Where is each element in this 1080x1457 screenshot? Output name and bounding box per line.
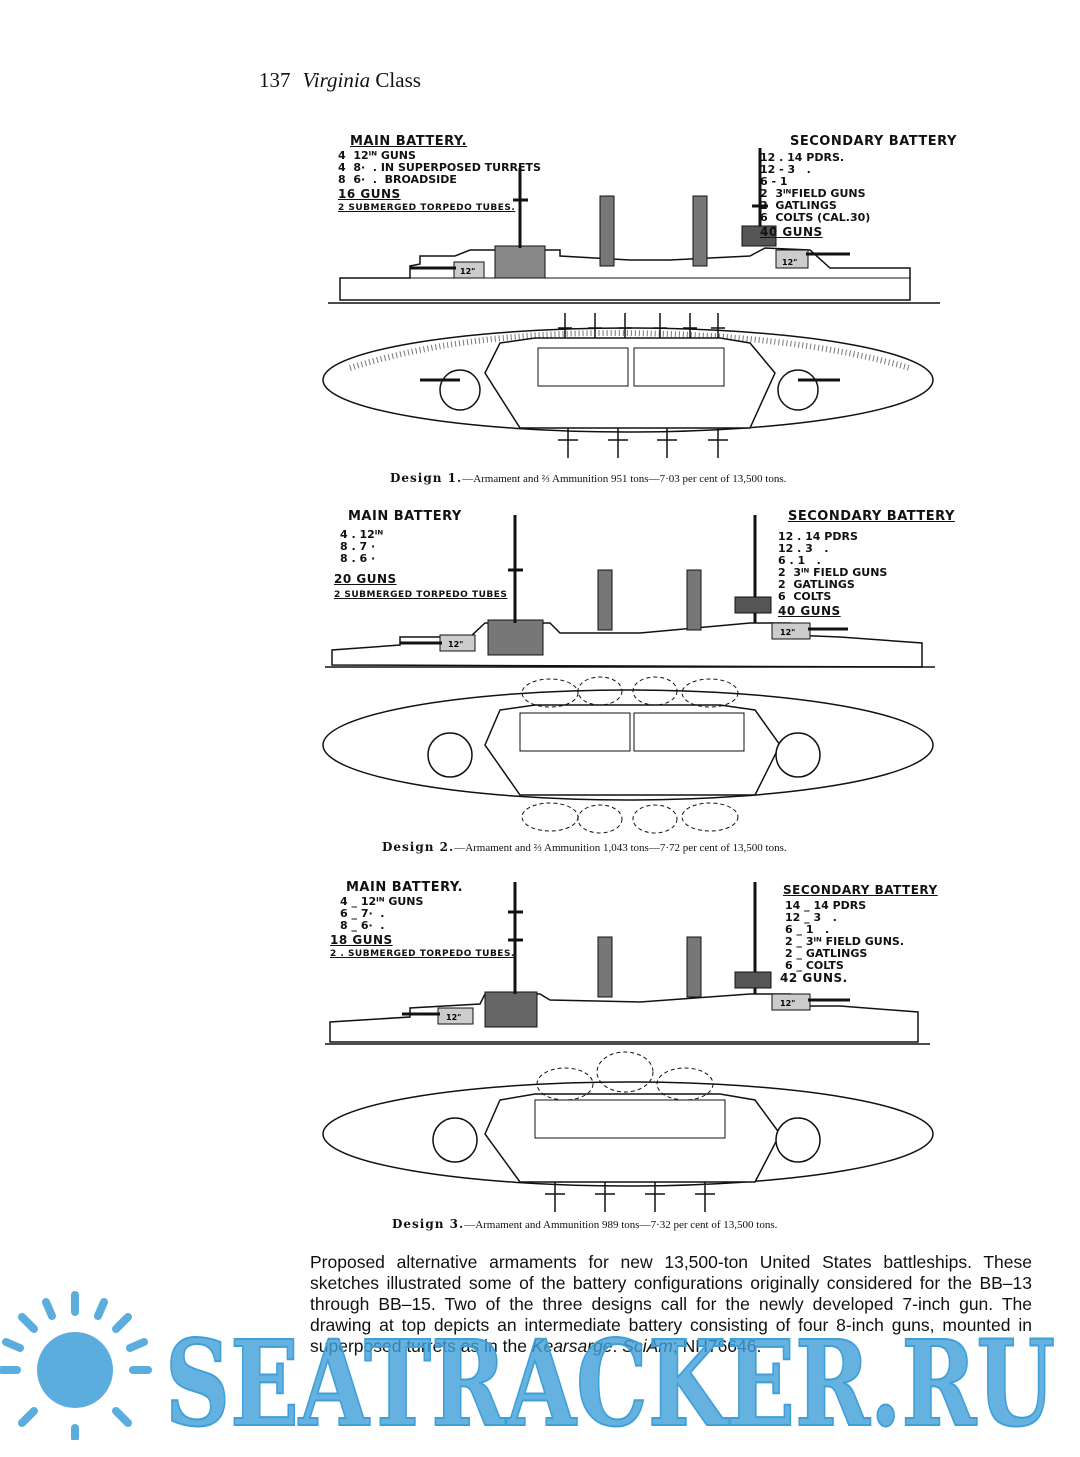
caption-label: Design 1. (390, 471, 463, 485)
secondary-battery-list: 14 _ 14 PDRS 12 _ 3 . 6 _ 1 . 2 _ 3ᴵᴺ FI… (785, 899, 905, 972)
secondary-battery-total: 42 GUNS. (780, 971, 848, 985)
class-name: Virginia (302, 68, 371, 92)
secondary-battery-title: SECONDARY BATTERY (783, 883, 938, 897)
svg-text:12": 12" (780, 999, 795, 1008)
design-1-drawing: 12" 12" (322, 148, 940, 458)
main-battery-torpedo: 2 SUBMERGED TORPEDO TUBES (334, 590, 508, 600)
caption-text: —Armament and ⅔ Ammunition 1,043 tons—7·… (454, 842, 787, 854)
main-battery-list: 4 12ᴵᴺ GUNS 4 8· . IN SUPERPOSED TURRETS… (338, 149, 541, 186)
design-3-figure: 12" 12" MAIN BATTERY. 4 _ 12ᴵᴺ GUNS 6 _ … (310, 872, 950, 1232)
description-italic-2: SciAm (622, 1336, 673, 1356)
description-italic-1: Kearsarge (531, 1336, 613, 1356)
design-2-drawing: 12" 12" (322, 515, 935, 834)
secondary-battery-list: 12 . 14 PDRS 12 . 3 . 6 . 1 . 2 3ᴵᴺ FIEL… (778, 530, 888, 603)
svg-text:12": 12" (446, 1013, 461, 1022)
figure-caption: Design 2.—Armament and ⅔ Ammunition 1,04… (382, 840, 787, 854)
secondary-battery-title: SECONDARY BATTERY (790, 134, 957, 149)
main-battery-total: 18 GUNS (330, 933, 393, 947)
watermark-text: SEATRACKER.RU (165, 1314, 1055, 1440)
secondary-battery-list: 12 . 14 PDRS. 12 - 3 . 6 - 1 2 3ᴵᴺFIELD … (760, 151, 871, 224)
main-battery-torpedo: 2 SUBMERGED TORPEDO TUBES. (338, 203, 516, 213)
description-text-3: ; NH76646. (672, 1336, 762, 1356)
caption-label: Design 3. (392, 1217, 465, 1231)
design-3-drawing: 12" 12" (322, 882, 934, 1212)
svg-text:12": 12" (460, 267, 475, 276)
svg-text:12": 12" (782, 258, 797, 267)
main-battery-title: MAIN BATTERY. (346, 880, 464, 895)
secondary-battery-total: 40 GUNS (778, 604, 841, 618)
main-battery-list: 4 . 12ᴵᴺ 8 . 7 · 8 . 6 · (340, 528, 384, 565)
description-text-2: . (612, 1336, 623, 1356)
main-battery-total: 20 GUNS (334, 572, 397, 586)
secondary-battery-title: SECONDARY BATTERY (788, 509, 955, 524)
svg-text:12": 12" (448, 640, 463, 649)
main-battery-title: MAIN BATTERY. (350, 134, 468, 149)
caption-text: —Armament and ⅔ Ammunition 951 tons—7·03… (462, 473, 787, 485)
secondary-battery-total: 40 GUNS (760, 225, 823, 239)
caption-label: Design 2. (382, 840, 455, 854)
main-battery-total: 16 GUNS (338, 187, 401, 201)
main-battery-list: 4 _ 12ᴵᴺ GUNS 6 _ 7· . 8 _ 6· . (340, 895, 424, 932)
figure-description: Proposed alternative armaments for new 1… (310, 1252, 1032, 1357)
design-1-figure: 12" 12" MAIN BATTERY. 4 12ᴵᴺ GUNS 4 8· .… (310, 128, 956, 488)
main-battery-title: MAIN BATTERY (348, 509, 462, 524)
figure-caption: Design 3.—Armament and Ammunition 989 to… (392, 1217, 777, 1231)
svg-text:12": 12" (780, 628, 795, 637)
running-header: 137 Virginia Class (259, 68, 421, 93)
seatracker-watermark: SEATRACKER.RU (0, 1291, 1056, 1440)
description-text-1: Proposed alternative armaments for new 1… (310, 1252, 1032, 1356)
page-number: 137 (259, 68, 291, 92)
design-2-figure: 12" 12" MAIN BATTERY 4 . 12ᴵᴺ 8 . 7 · 8 … (310, 505, 954, 855)
sun-logo-icon (0, 1291, 152, 1440)
class-suffix: Class (370, 68, 421, 92)
figure-caption: Design 1.—Armament and ⅔ Ammunition 951 … (390, 471, 786, 485)
main-battery-torpedo: 2 . SUBMERGED TORPEDO TUBES. (330, 949, 515, 959)
caption-text: —Armament and Ammunition 989 tons—7·32 p… (464, 1219, 778, 1231)
